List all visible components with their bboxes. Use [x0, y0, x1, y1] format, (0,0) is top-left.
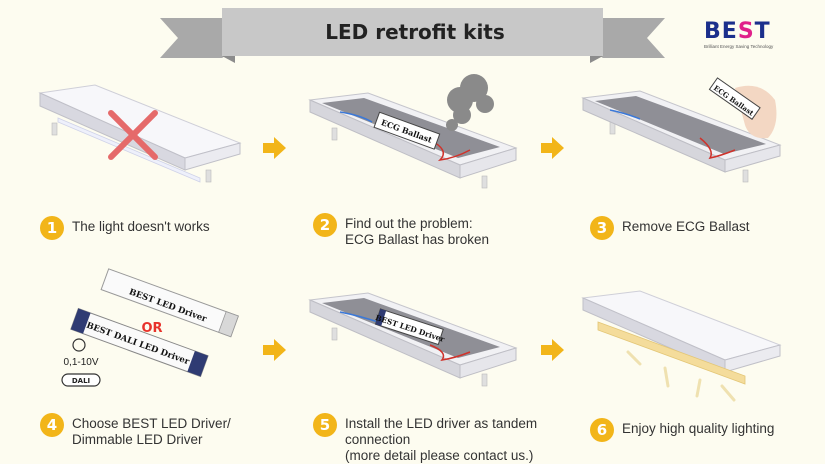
arrow-4 — [541, 339, 564, 361]
fixture-open-broken — [308, 74, 518, 189]
step-number: 3 — [590, 216, 614, 240]
page-title: LED retrofit kits — [325, 20, 505, 44]
dimming-icon — [72, 338, 86, 352]
step-2: 2 Find out the problem: ECG Ballast has … — [313, 213, 489, 248]
brand-name: BEST — [704, 19, 771, 44]
step-3: 3 Remove ECG Ballast — [590, 216, 750, 240]
step-4: 4 Choose BEST LED Driver/ Dimmable LED D… — [40, 413, 231, 448]
step-text: Install the LED driver as tandem connect… — [345, 416, 538, 463]
fixture-broken — [38, 84, 242, 183]
dimming-label: 0,1-10V — [63, 357, 98, 368]
dali-label: DALI — [72, 377, 90, 385]
fixture-lit — [581, 290, 782, 402]
step-number: 4 — [40, 413, 64, 437]
fixture-ballast-removed — [581, 77, 782, 183]
step-number: 1 — [40, 216, 64, 240]
brand-logo: BEST Brilliant Energy Saving Technology — [704, 19, 784, 50]
step-1: 1 The light doesn't works — [40, 216, 210, 240]
step-text: Enjoy high quality lighting — [622, 421, 775, 436]
arrow-1 — [263, 137, 286, 159]
step-text: The light doesn't works — [72, 219, 210, 234]
step-text: Choose BEST LED Driver/ Dimmable LED Dri… — [72, 416, 231, 447]
arrow-2 — [541, 137, 564, 159]
installed-led-driver — [374, 308, 444, 346]
dali-logo — [61, 373, 101, 387]
step-6: 6 Enjoy high quality lighting — [590, 418, 774, 442]
step-number: 5 — [313, 413, 337, 437]
step-text: Find out the problem: ECG Ballast has br… — [345, 216, 490, 247]
best-dali-led-driver — [70, 307, 209, 378]
ecg-ballast-broken — [373, 111, 441, 150]
or-label: OR — [141, 321, 162, 336]
step-text: Remove ECG Ballast — [622, 219, 750, 234]
step-5: 5 Install the LED driver as tandem conne… — [313, 413, 537, 464]
ecg-ballast-removed — [708, 77, 761, 120]
arrow-3 — [263, 339, 286, 361]
title-banner — [160, 8, 665, 63]
step-number: 6 — [590, 418, 614, 442]
smoke-cloud — [446, 74, 494, 131]
led-drivers — [61, 268, 239, 387]
arrows — [263, 137, 564, 361]
fixture-led-driver-installed — [308, 292, 518, 387]
brand-tagline: Brilliant Energy Saving Technology — [704, 44, 774, 49]
best-led-driver — [100, 268, 239, 338]
step-number: 2 — [313, 213, 337, 237]
